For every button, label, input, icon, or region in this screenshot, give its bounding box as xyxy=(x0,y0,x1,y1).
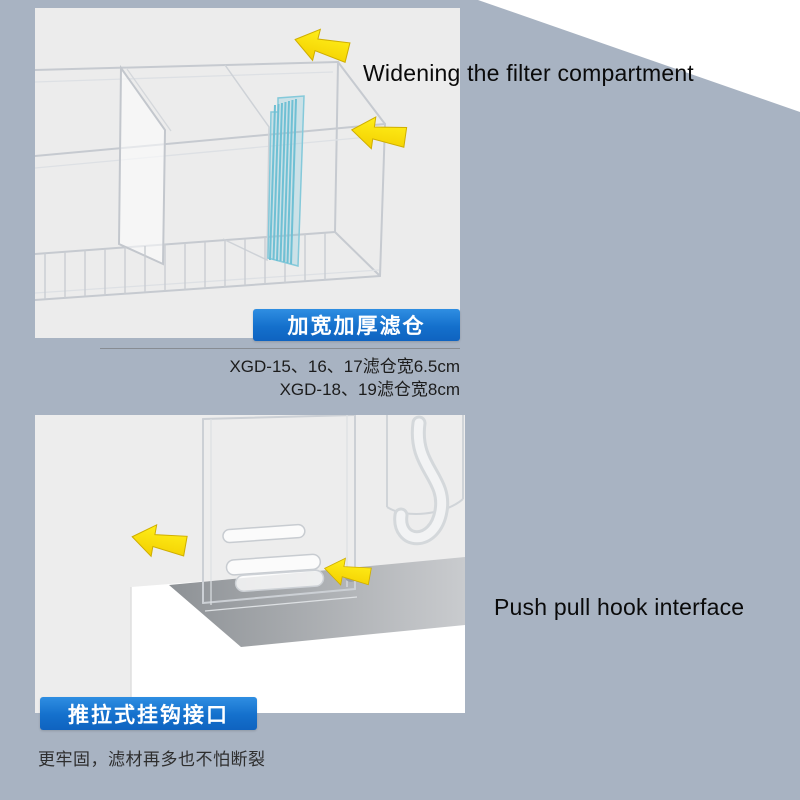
top-badge: 加宽加厚滤仓 xyxy=(253,309,460,341)
spec-line-1: XGD-15、16、17滤仓宽6.5cm xyxy=(229,357,460,376)
acrylic-panel-inner-lines xyxy=(204,415,358,612)
divider-line xyxy=(100,348,460,349)
filter-box-illustration xyxy=(35,8,460,338)
yellow-arrow-icon xyxy=(294,28,351,63)
background-corner-wedge xyxy=(478,0,800,112)
bottom-badge: 推拉式挂钩接口 xyxy=(40,697,257,730)
acrylic-panel-outline xyxy=(202,415,356,604)
photo-background xyxy=(35,8,460,338)
hook-bracket-outline xyxy=(386,415,464,515)
spec-text: XGD-15、16、17滤仓宽6.5cm XGD-18、19滤仓宽8cm xyxy=(100,355,460,401)
filter-box-photo xyxy=(35,8,460,338)
hook-tab-lower xyxy=(225,553,325,592)
yellow-arrow-icon xyxy=(131,523,188,558)
hook-interface-photo xyxy=(35,415,465,713)
spec-line-2: XGD-18、19滤仓宽8cm xyxy=(279,380,460,399)
acrylic-box-inner-lines xyxy=(35,71,380,294)
hook-interface-illustration xyxy=(35,415,465,713)
yellow-arrow-icon xyxy=(323,557,372,586)
bottom-note: 更牢固，滤材再多也不怕断裂 xyxy=(38,750,266,769)
curved-hook xyxy=(393,415,450,546)
hook-tab-upper xyxy=(222,523,306,544)
bottom-caption: Push pull hook interface xyxy=(494,594,745,620)
top-caption: Widening the filter compartment xyxy=(363,60,694,86)
comb-slots xyxy=(44,233,326,299)
divider-plates xyxy=(117,64,270,266)
blue-filter-plates xyxy=(267,95,305,267)
yellow-arrow-icon xyxy=(350,116,408,150)
